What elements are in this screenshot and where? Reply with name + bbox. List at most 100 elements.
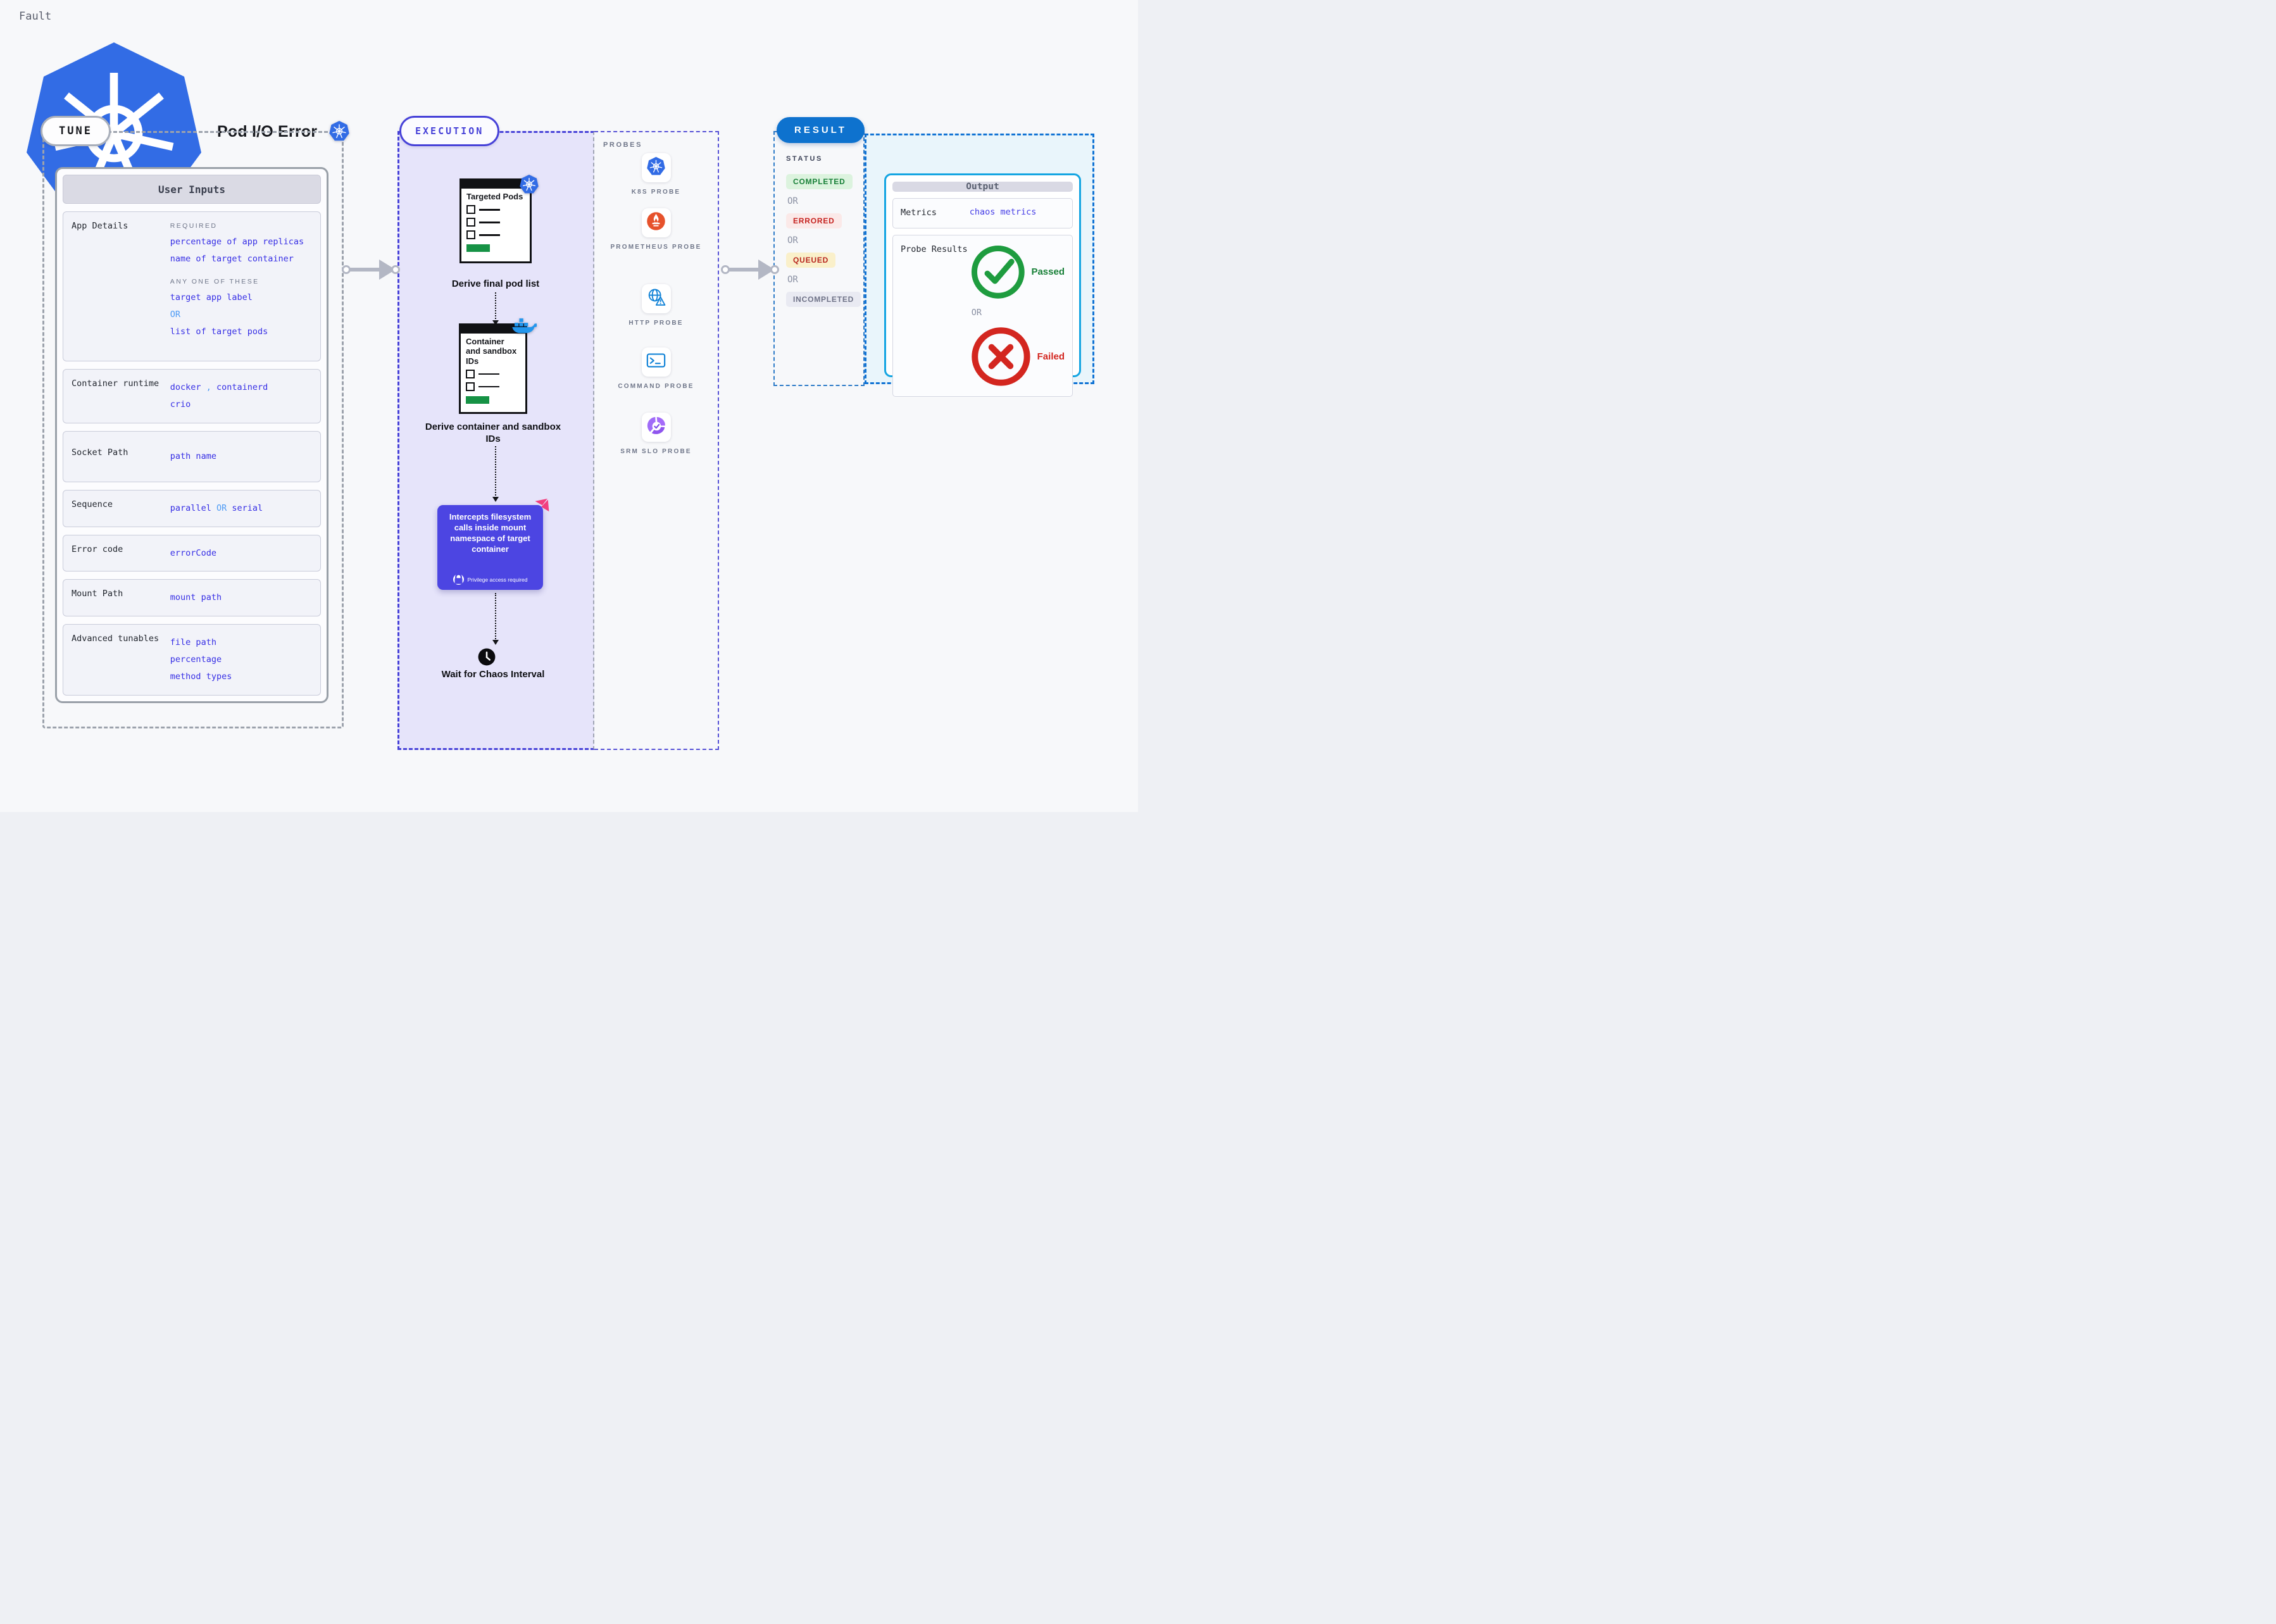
probe-label: PROMETHEUS PROBE xyxy=(610,244,702,251)
row-value: crio xyxy=(170,399,191,409)
prometheus-probe-icon xyxy=(646,211,666,234)
probe-item: COMMAND PROBE xyxy=(594,347,718,391)
checkbox-icon xyxy=(466,369,475,378)
output-card: Output Metrics chaos metrics Probe Resul… xyxy=(884,173,1081,397)
row-values: path name xyxy=(170,446,312,468)
row-subheading: ANY ONE OF THESE xyxy=(170,278,259,286)
line xyxy=(479,209,500,211)
status-badge-completed: COMPLETED xyxy=(786,174,853,189)
doc-body: Container and sandbox IDs xyxy=(461,334,525,409)
row-label: Container runtime xyxy=(72,378,159,389)
row-value-part: parallel xyxy=(170,503,211,513)
docker-icon xyxy=(511,316,537,335)
row-label: App Details xyxy=(72,221,128,231)
status-or: OR xyxy=(787,275,798,285)
line xyxy=(478,385,499,388)
row-values: REQUIRED percentage of app replicas name o… xyxy=(170,219,312,343)
probe-icon-card xyxy=(641,284,671,313)
execution-panel: Targeted Pods Derive final pod list Cont… xyxy=(397,131,594,750)
metrics-row: Metrics chaos metrics xyxy=(892,198,1073,228)
row-or: OR xyxy=(170,309,181,320)
probe-results-or: OR xyxy=(971,308,982,318)
privilege-note-text: Privilege access required xyxy=(467,576,528,583)
green-bar xyxy=(466,396,489,404)
probe-label: SRM SLO PROBE xyxy=(620,448,692,455)
user-input-row: Error code errorCode xyxy=(63,534,321,572)
line xyxy=(479,222,500,223)
probes-to-result-arrow xyxy=(721,258,779,281)
probe-item: SRM SLO PROBE xyxy=(594,413,718,456)
targeted-pods-doc: Targeted Pods xyxy=(460,174,539,263)
probe-item: PROMETHEUS PROBE xyxy=(594,208,718,252)
failed-label: Failed xyxy=(1037,351,1065,363)
flow-connector xyxy=(492,292,499,325)
result-badge: RESULT xyxy=(777,117,865,143)
probe-label: COMMAND PROBE xyxy=(618,383,694,390)
checkbox-line xyxy=(466,369,520,378)
user-input-row: Socket Path path name xyxy=(63,430,321,482)
tune-to-execution-arrow xyxy=(342,258,400,281)
check-circle-icon xyxy=(970,244,1027,301)
row-label: Socket Path xyxy=(72,447,128,458)
row-value: file path xyxy=(170,637,216,648)
probes-heading: PROBES xyxy=(603,141,643,149)
checkbox-icon xyxy=(466,205,475,215)
checkbox-icon xyxy=(466,218,475,227)
command-probe-icon xyxy=(646,351,666,373)
srm-slo-probe-icon xyxy=(646,416,666,439)
probe-results-label: Probe Results xyxy=(901,244,968,254)
output-title: Output xyxy=(892,182,1073,192)
checkbox-line xyxy=(466,230,525,240)
probe-results-values: Passed OR Failed xyxy=(970,244,1065,389)
fault-kicker: Fault xyxy=(19,10,52,23)
execution-badge: EXECUTION xyxy=(399,116,500,146)
status-badge-incompleted: INCOMPLETED xyxy=(786,292,861,307)
row-value-part: containerd xyxy=(216,382,268,392)
row-value-part: OR xyxy=(211,503,232,513)
row-values: mount path xyxy=(170,587,312,609)
status-badge-errored: ERRORED xyxy=(786,213,842,228)
row-value: errorCode xyxy=(170,547,216,558)
probe-icon-card xyxy=(641,208,671,237)
step-caption: Derive final pod list xyxy=(451,278,540,289)
flow-connector xyxy=(492,593,499,645)
arrow-shaft xyxy=(347,268,385,272)
row-value: parallel OR serial xyxy=(170,503,312,515)
lock-icon-wrap xyxy=(453,573,464,585)
http-probe-icon xyxy=(646,287,666,310)
status-or: OR xyxy=(787,235,798,246)
probe-results-row: Probe Results Passed OR Failed xyxy=(892,234,1073,397)
tune-panel xyxy=(42,131,344,728)
row-label: Error code xyxy=(72,544,123,554)
harness-chaos-icon xyxy=(534,498,550,515)
arrow-shaft xyxy=(727,268,764,272)
row-value: list of target pods xyxy=(170,326,268,337)
intercept-text: Intercepts filesystem calls inside mount… xyxy=(449,512,532,554)
arrow-start-ring xyxy=(721,265,730,274)
lock-icon xyxy=(453,573,464,585)
row-value: mount path xyxy=(170,592,222,603)
row-value: name of target container xyxy=(170,253,294,264)
checkbox-icon xyxy=(466,382,475,391)
x-circle-icon xyxy=(970,325,1032,388)
arrow-end-ring xyxy=(391,265,400,274)
privilege-note: Privilege access required xyxy=(453,573,528,585)
probe-item: HTTP PROBE xyxy=(594,284,718,328)
probe-icon-card xyxy=(641,153,671,182)
container-ids-doc: Container and sandbox IDs xyxy=(459,318,537,414)
kubernetes-probe-icon xyxy=(646,156,666,179)
status-badge-queued: QUEUED xyxy=(786,253,836,268)
green-bar xyxy=(466,244,490,253)
tune-badge: TUNE xyxy=(41,116,111,146)
row-value: percentage of app replicas xyxy=(170,236,304,247)
metrics-value: chaos metrics xyxy=(969,207,1037,217)
row-label: Mount Path xyxy=(72,589,123,599)
row-subheading: REQUIRED xyxy=(170,222,218,230)
